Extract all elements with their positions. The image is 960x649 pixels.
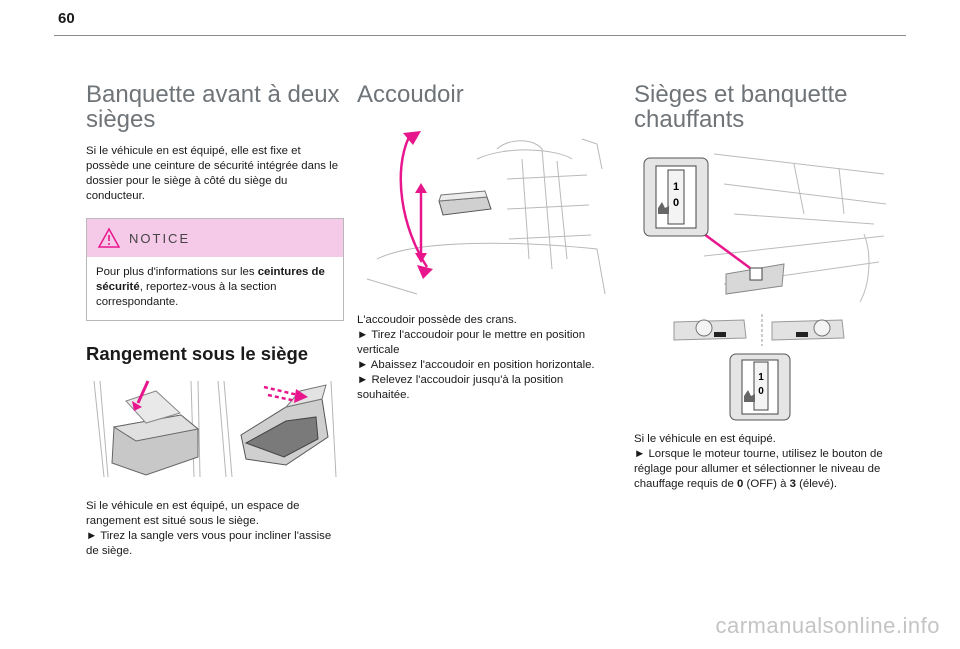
steering-position-illustration — [634, 310, 892, 348]
storage-text-2: ► Tirez la sangle vers vous pour incline… — [86, 530, 332, 557]
switch-label-0: 0 — [673, 197, 679, 209]
notice-title: NOTICE — [129, 231, 191, 246]
front-bench-intro: Si le véhicule en est équipé, elle est f… — [86, 145, 339, 202]
warning-triangle-icon — [97, 227, 121, 248]
heated-text-2: ► Lorsque le moteur tourne, utilisez le … — [634, 448, 883, 490]
armrest-text-1: L'accoudoir possède des crans. — [357, 314, 517, 326]
page-number: 60 — [58, 10, 75, 27]
heated-seat-illustration: 1 0 — [634, 144, 892, 304]
section-title-heated-seats: Sièges et banquette chauffants — [634, 81, 848, 133]
switch-closeup-label-1: 1 — [758, 372, 764, 383]
heated-text-1: Si le véhicule en est équipé. — [634, 433, 776, 445]
subsection-title-storage: Rangement sous le siège — [86, 343, 309, 364]
column-armrest: Accoudoir L'accoudoir possède des crans.… — [357, 82, 615, 403]
notice-header: NOTICE — [87, 219, 343, 257]
notice-body: Pour plus d'informations sur les ceintur… — [87, 257, 343, 320]
column-front-bench: Banquette avant à deux sièges Si le véhi… — [86, 82, 344, 559]
storage-text-1: Si le véhicule en est équipé, un espace … — [86, 500, 300, 527]
section-title-armrest: Accoudoir — [357, 81, 464, 108]
storage-illustration — [86, 377, 344, 485]
heat-switch-closeup: 1 0 — [634, 352, 892, 422]
watermark: carmanualsonline.info — [715, 613, 940, 638]
armrest-text-3: ► Abaissez l'accoudoir en position horiz… — [357, 359, 595, 371]
notice-box: NOTICE Pour plus d'informations sur les … — [86, 218, 344, 321]
armrest-illustration — [357, 119, 615, 301]
column-heated-seats: Sièges et banquette chauffants 1 0 1 — [634, 82, 892, 492]
notice-text: Pour plus d'informations sur les ceintur… — [96, 266, 325, 308]
header-divider — [54, 35, 906, 36]
armrest-text-4: ► Relevez l'accoudoir jusqu'à la positio… — [357, 374, 564, 401]
notice-bold-term: ceintures de sécurité — [96, 266, 325, 293]
switch-label-1: 1 — [673, 181, 679, 193]
section-title-front-bench: Banquette avant à deux sièges — [86, 81, 340, 133]
armrest-text-2: ► Tirez l'accoudoir pour le mettre en po… — [357, 329, 586, 356]
switch-closeup-label-0: 0 — [758, 386, 764, 397]
